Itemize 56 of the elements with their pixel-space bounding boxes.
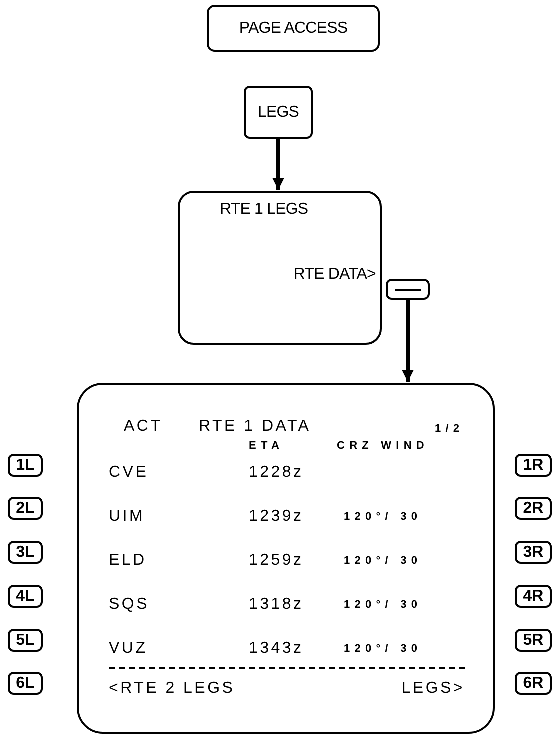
arrow bbox=[402, 300, 414, 382]
display-screen bbox=[178, 191, 382, 345]
screen-text: <RTE 2 LEGS bbox=[109, 679, 236, 699]
screen-text: UIM bbox=[109, 507, 146, 527]
mode-key bbox=[207, 5, 380, 52]
screen-text: 1228z bbox=[249, 463, 304, 483]
screen-text: 1259z bbox=[249, 551, 304, 571]
screen-text: 120°/ 30 bbox=[344, 598, 422, 613]
key-label: 5L bbox=[16, 632, 35, 648]
key-label: PAGE ACCESS bbox=[239, 20, 348, 36]
key-label: 3L bbox=[16, 544, 35, 560]
line-select-key bbox=[8, 541, 43, 564]
line-select-key bbox=[515, 497, 552, 520]
key-label: 4L bbox=[16, 588, 35, 604]
screen-text: 120°/ 30 bbox=[344, 554, 422, 569]
key-label: 6R bbox=[523, 676, 544, 692]
screen-text: LEGS> bbox=[402, 679, 465, 699]
screen-text: 1/2 bbox=[435, 422, 464, 437]
line-select-key bbox=[8, 454, 43, 477]
screen-text: RTE 1 DATA bbox=[199, 417, 312, 437]
screen-text: 1239z bbox=[249, 507, 304, 527]
key-label: 5R bbox=[523, 632, 544, 648]
display-screen bbox=[77, 383, 495, 734]
screen-text: ACT bbox=[124, 417, 163, 437]
screen-text: 1343z bbox=[249, 639, 304, 659]
line-select-key bbox=[515, 454, 552, 477]
line-select-key bbox=[8, 629, 43, 652]
line-select-key bbox=[8, 672, 43, 695]
key-label: 2R bbox=[523, 500, 544, 516]
key-label: 3R bbox=[523, 544, 544, 560]
line-select-key bbox=[8, 497, 43, 520]
key-label: 1R bbox=[523, 458, 544, 474]
key-label: 6L bbox=[16, 676, 35, 692]
key-label: LEGS bbox=[258, 104, 300, 120]
mode-key bbox=[244, 86, 313, 139]
line-select-key bbox=[515, 672, 552, 695]
screen-text: ELD bbox=[109, 551, 147, 571]
key-label: RTE 1 LEGS bbox=[220, 200, 308, 220]
screen-text: 120°/ 30 bbox=[344, 642, 422, 657]
screen-text: SQS bbox=[109, 595, 150, 615]
screen-text: 1318z bbox=[249, 595, 304, 615]
screen-text: 120°/ 30 bbox=[344, 510, 422, 525]
key-label: 1L bbox=[16, 458, 35, 474]
screen-text: ETA bbox=[249, 439, 284, 454]
screen-text: CRZ WIND bbox=[337, 439, 429, 454]
line-select-key bbox=[8, 585, 43, 608]
line-select-key bbox=[515, 541, 552, 564]
line-select-key bbox=[515, 585, 552, 608]
line-select-key bbox=[386, 279, 430, 300]
key-label: 4R bbox=[523, 588, 544, 604]
screen-text: VUZ bbox=[109, 639, 148, 659]
key-label: RTE DATA> bbox=[294, 265, 376, 285]
arrow bbox=[272, 139, 284, 190]
line-select-key bbox=[515, 629, 552, 652]
key-label: 2L bbox=[16, 500, 35, 516]
screen-text: CVE bbox=[109, 463, 149, 483]
